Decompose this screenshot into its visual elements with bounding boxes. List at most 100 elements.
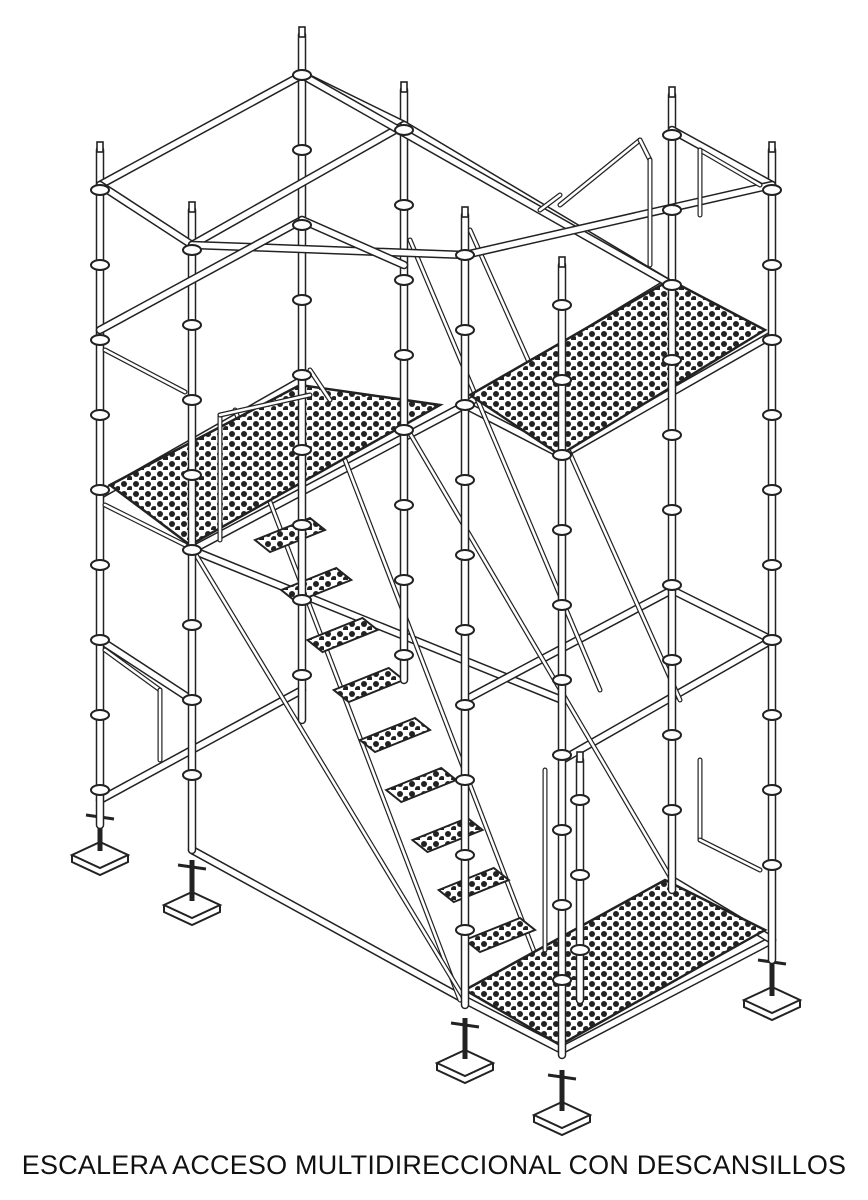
rosette-node bbox=[292, 519, 312, 531]
rosette-node bbox=[662, 354, 682, 366]
rosette-node bbox=[394, 349, 414, 361]
guard-rail bbox=[537, 192, 563, 213]
rosette-node bbox=[90, 409, 110, 421]
base-plate-edge bbox=[533, 1115, 591, 1137]
guard-rail bbox=[217, 392, 313, 418]
tube-fill bbox=[189, 122, 407, 248]
rosette-node bbox=[455, 549, 475, 561]
rosette-node bbox=[552, 524, 572, 536]
rosette-node bbox=[182, 244, 202, 256]
rosette-node bbox=[552, 449, 572, 461]
tube-fill bbox=[189, 547, 565, 703]
rosette-node bbox=[182, 619, 202, 631]
tube-fill bbox=[638, 138, 652, 162]
rosette-node bbox=[394, 274, 414, 286]
rosette-node bbox=[662, 429, 682, 441]
upper-right-landing bbox=[467, 278, 768, 457]
rosette-node bbox=[292, 69, 312, 81]
rosette-node bbox=[292, 144, 312, 156]
tube-fill bbox=[97, 687, 305, 803]
rosette-node bbox=[552, 824, 572, 836]
base-plate-edge bbox=[743, 1000, 801, 1022]
rosette-node bbox=[762, 634, 782, 646]
stair-stringer bbox=[232, 407, 463, 1003]
standard-spigot bbox=[576, 751, 584, 763]
lower-landing bbox=[462, 878, 768, 1047]
stair-stringer bbox=[187, 542, 468, 1003]
rosette-node bbox=[182, 394, 202, 406]
tube-fill bbox=[698, 838, 762, 872]
tube-fill bbox=[669, 127, 775, 188]
rosette-node bbox=[762, 559, 782, 571]
stair-tread bbox=[384, 766, 459, 804]
rosette-node bbox=[552, 974, 572, 986]
rosette-node bbox=[394, 124, 414, 136]
top-ledger bbox=[297, 215, 409, 270]
standard-spigot bbox=[298, 26, 306, 38]
rosette-node bbox=[90, 559, 110, 571]
rosette-node bbox=[762, 484, 782, 496]
rosette-node bbox=[394, 199, 414, 211]
tube-fill bbox=[408, 238, 602, 692]
tube-fill bbox=[103, 648, 162, 692]
rosette-node bbox=[394, 574, 414, 586]
tube-fill bbox=[669, 587, 775, 643]
standard-spigot bbox=[400, 81, 408, 93]
tube-fill bbox=[233, 408, 462, 1002]
base-plate-edge bbox=[163, 905, 221, 927]
top-ledger bbox=[187, 120, 409, 250]
guard-rail bbox=[697, 837, 763, 873]
rosette-node bbox=[662, 654, 682, 666]
guard-rail bbox=[307, 367, 333, 403]
rosette-node bbox=[90, 484, 110, 496]
rosette-node bbox=[762, 409, 782, 421]
rosette-node bbox=[292, 669, 312, 681]
stair-stringer bbox=[407, 237, 603, 693]
tube-fill bbox=[559, 637, 775, 763]
rosette-node bbox=[552, 374, 572, 386]
tube-fill bbox=[559, 332, 775, 458]
top-ledger bbox=[667, 125, 777, 190]
ledger bbox=[95, 635, 197, 705]
ledger bbox=[667, 585, 777, 645]
rosette-node bbox=[570, 944, 590, 956]
top-ledger bbox=[95, 70, 307, 190]
rosette-node bbox=[455, 249, 475, 261]
stair-flights-group bbox=[187, 227, 683, 1003]
scaffold-stair-tower-diagram bbox=[69, 26, 803, 1137]
jack-handle bbox=[177, 863, 207, 871]
standard-spigot bbox=[768, 141, 776, 153]
rosette-node bbox=[90, 709, 110, 721]
tube-fill bbox=[97, 217, 305, 333]
tube-fill bbox=[403, 423, 674, 882]
rosette-nodes-group bbox=[90, 69, 782, 986]
top-ledger bbox=[297, 70, 677, 290]
standard-spigot bbox=[188, 201, 196, 213]
rosette-node bbox=[292, 294, 312, 306]
tube-fill bbox=[103, 348, 187, 394]
top-ledger bbox=[95, 180, 197, 250]
tube-fill bbox=[468, 228, 682, 702]
rosette-node bbox=[455, 474, 475, 486]
stair-tread bbox=[253, 516, 327, 554]
jack-handle bbox=[547, 1073, 577, 1081]
rosette-node bbox=[394, 499, 414, 511]
stair-tread bbox=[436, 866, 511, 904]
stair-tread bbox=[331, 666, 406, 704]
guard-rail bbox=[102, 502, 188, 548]
tube-fill bbox=[698, 148, 762, 187]
standard-spigot bbox=[668, 86, 676, 98]
ledger bbox=[557, 330, 777, 460]
ledger bbox=[187, 845, 470, 1005]
guard-rail bbox=[102, 647, 163, 693]
rosette-node bbox=[455, 699, 475, 711]
tube-fill bbox=[558, 138, 642, 207]
rosette-node bbox=[292, 219, 312, 231]
guard-rail bbox=[557, 137, 643, 208]
rosette-node bbox=[552, 299, 572, 311]
tube-fill bbox=[188, 543, 467, 1002]
rosette-node bbox=[762, 859, 782, 871]
rosette-node bbox=[182, 694, 202, 706]
rosette-node bbox=[570, 869, 590, 881]
tube-fill bbox=[299, 72, 675, 288]
